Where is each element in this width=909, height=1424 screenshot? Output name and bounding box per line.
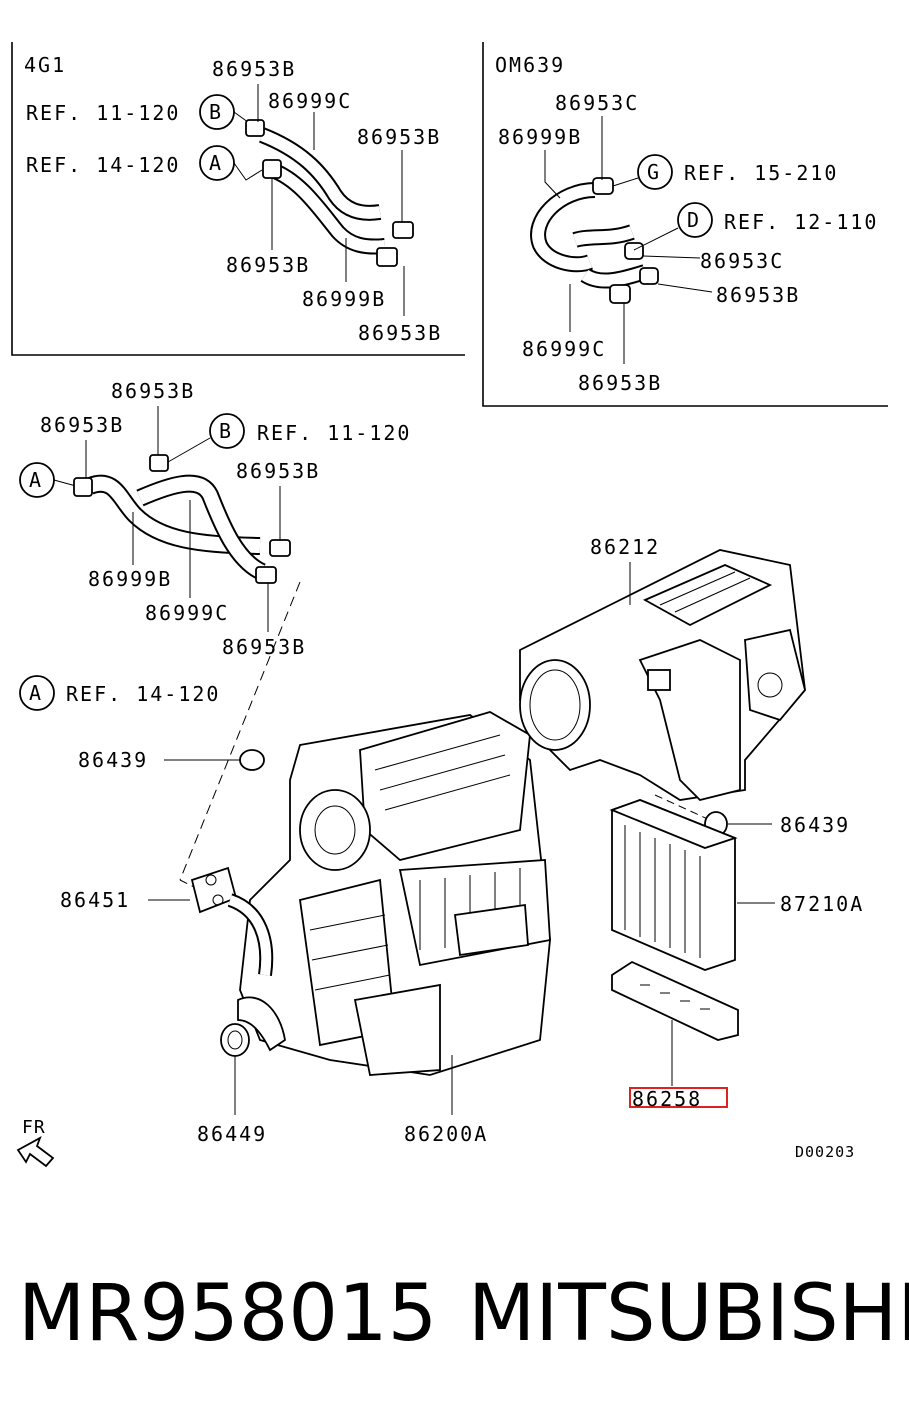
label-86999c: 86999C (145, 601, 229, 625)
label-86449: 86449 (197, 1122, 267, 1146)
marker-d: D (687, 208, 701, 232)
clamp-icon (245, 119, 265, 137)
inset-4g1-frame (11, 42, 465, 356)
inset-om639-frame (482, 42, 888, 407)
label-86953b: 86953B (716, 283, 800, 307)
marker-g: G (647, 160, 661, 184)
highlight-box (629, 1087, 728, 1108)
ref-a-label: REF. 14-120 (26, 153, 180, 177)
blower-case (519, 549, 806, 801)
inset-om639-title: OM639 (495, 53, 565, 77)
label-86953c: 86953C (700, 249, 784, 273)
inset-4g1: 4G1 REF. 11-120 REF. 14-120 B A 86953B 8… (11, 42, 465, 356)
clamp-icon (376, 247, 398, 267)
clamp-icon (592, 177, 614, 195)
label-86953b: 86953B (358, 321, 442, 345)
marker-a: A (209, 151, 223, 175)
marker-b: B (219, 419, 233, 443)
inset-om639: OM639 86953C 86999B G REF. 15-210 D REF.… (482, 42, 888, 407)
label-86451: 86451 (60, 888, 130, 912)
clamp-icon (269, 539, 291, 557)
label-86953b: 86953B (212, 57, 296, 81)
marker-b: B (209, 100, 223, 124)
heater-unit (227, 711, 551, 1115)
cabin-filter (609, 799, 775, 971)
ref-b-label: REF. 11-120 (26, 101, 180, 125)
label-87210a: 87210A (780, 892, 864, 916)
clamp-icon (255, 566, 277, 584)
clamp-icon (639, 267, 659, 285)
label-86212: 86212 (590, 535, 660, 559)
clamp-icon (262, 159, 282, 179)
part-number: MR958015 (18, 1269, 437, 1359)
inset-4g1-title: 4G1 (24, 53, 66, 77)
label-86953b: 86953B (578, 371, 662, 395)
front-label: FR (22, 1117, 46, 1138)
label-86953b: 86953B (222, 635, 306, 659)
marker-a: A (29, 681, 43, 705)
clamp-icon (609, 284, 631, 304)
clamp-icon (392, 221, 414, 239)
label-86999b: 86999B (302, 287, 386, 311)
marker-a: A (29, 468, 43, 492)
label-86953b: 86953B (357, 125, 441, 149)
label-86439: 86439 (780, 813, 850, 837)
filter-cover (611, 960, 739, 1086)
label-86953b: 86953B (111, 379, 195, 403)
label-86953b: 86953B (226, 253, 310, 277)
label-86999c: 86999C (268, 89, 352, 113)
footer: MR958015 MITSUBISHI (18, 1269, 909, 1359)
ref-a-label: REF. 14-120 (66, 682, 220, 706)
label-86999c: 86999C (522, 337, 606, 361)
ref-d-label: REF. 12-110 (724, 210, 878, 234)
label-86200a: 86200A (404, 1122, 488, 1146)
diagram-code: D00203 (795, 1143, 855, 1161)
brand-name: MITSUBISHI (468, 1269, 909, 1359)
clamp-icon (73, 477, 93, 497)
ref-b-label: REF. 11-120 (257, 421, 411, 445)
label-86953b: 86953B (40, 413, 124, 437)
clamp-icon (624, 242, 644, 260)
front-arrow-icon (16, 1136, 55, 1168)
label-86439: 86439 (78, 748, 148, 772)
label-86999b: 86999B (88, 567, 172, 591)
clamp-icon (149, 454, 169, 472)
main-diagram: 86953B 86953B B REF. 11-120 A 86953B 869… (16, 379, 864, 1168)
seal-icon (220, 1023, 250, 1057)
label-86258: 86258 (632, 1087, 702, 1111)
label-86999b: 86999B (498, 125, 582, 149)
ref-g-label: REF. 15-210 (684, 161, 838, 185)
label-86953c: 86953C (555, 91, 639, 115)
grommet-icon (239, 749, 265, 771)
label-86953b: 86953B (236, 459, 320, 483)
